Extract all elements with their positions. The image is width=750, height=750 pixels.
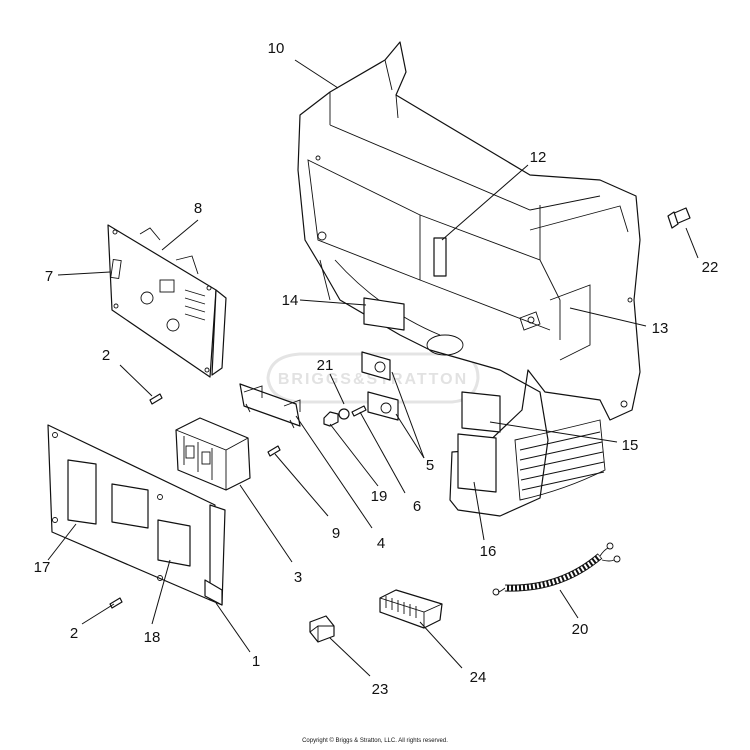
decal-16 — [457, 433, 497, 493]
housing-enclosure — [297, 41, 641, 517]
label-slot-12 — [433, 237, 447, 277]
bolt-22 — [667, 207, 691, 229]
callout-6: 6 — [413, 498, 421, 515]
callout-23: 23 — [372, 681, 389, 698]
decal-14 — [363, 297, 405, 331]
watermark-badge: BRIGGS&STRATTON — [266, 352, 480, 404]
screw-9 — [267, 445, 281, 457]
control-panel-assembly — [107, 224, 227, 378]
screw-2-lower — [109, 597, 123, 609]
callout-18: 18 — [144, 629, 161, 646]
wire-harness — [492, 542, 621, 596]
callout-8: 8 — [194, 200, 202, 217]
callout-15: 15 — [622, 437, 639, 454]
copyright-notice: Copyright © Briggs & Stratton, LLC. All … — [302, 738, 448, 744]
decal-15 — [461, 391, 501, 433]
receptacle-bracket-lower — [367, 391, 399, 421]
callout-14: 14 — [282, 292, 299, 309]
callout-3: 3 — [294, 569, 302, 586]
connector-23 — [309, 615, 335, 643]
callout-10: 10 — [268, 40, 285, 57]
callout-16: 16 — [480, 543, 497, 560]
panel-window — [111, 483, 149, 529]
circuit-breaker — [175, 417, 251, 491]
callout-2-lower: 2 — [70, 625, 78, 642]
watermark-text: BRIGGS&STRATTON — [278, 371, 468, 388]
callout-24: 24 — [470, 669, 487, 686]
screw-2-upper — [149, 393, 163, 405]
callout-4: 4 — [377, 535, 385, 552]
mounting-bracket — [239, 383, 301, 429]
callout-13: 13 — [652, 320, 669, 337]
callout-1: 1 — [252, 653, 260, 670]
callout-7: 7 — [45, 268, 53, 285]
leader-lines — [47, 59, 699, 677]
nut-19 — [323, 411, 339, 427]
terminal-block-24 — [379, 589, 443, 629]
decal-18 — [157, 519, 191, 567]
callout-12: 12 — [530, 149, 547, 166]
callout-17: 17 — [34, 559, 51, 576]
decal-17 — [67, 459, 97, 525]
screw-6 — [351, 405, 367, 417]
lock-washer-21 — [338, 408, 350, 420]
cooling-grille — [514, 419, 606, 501]
callout-9: 9 — [332, 525, 340, 542]
callout-2-upper: 2 — [102, 347, 110, 364]
callout-19: 19 — [371, 488, 388, 505]
callout-22: 22 — [702, 259, 719, 276]
callout-5: 5 — [426, 457, 434, 474]
callout-labels: 10 12 8 7 14 22 13 15 16 2 21 5 19 6 9 4… — [34, 40, 719, 698]
callout-21: 21 — [317, 357, 334, 374]
receptacle-bracket-upper — [361, 351, 391, 381]
callout-20: 20 — [572, 621, 589, 638]
